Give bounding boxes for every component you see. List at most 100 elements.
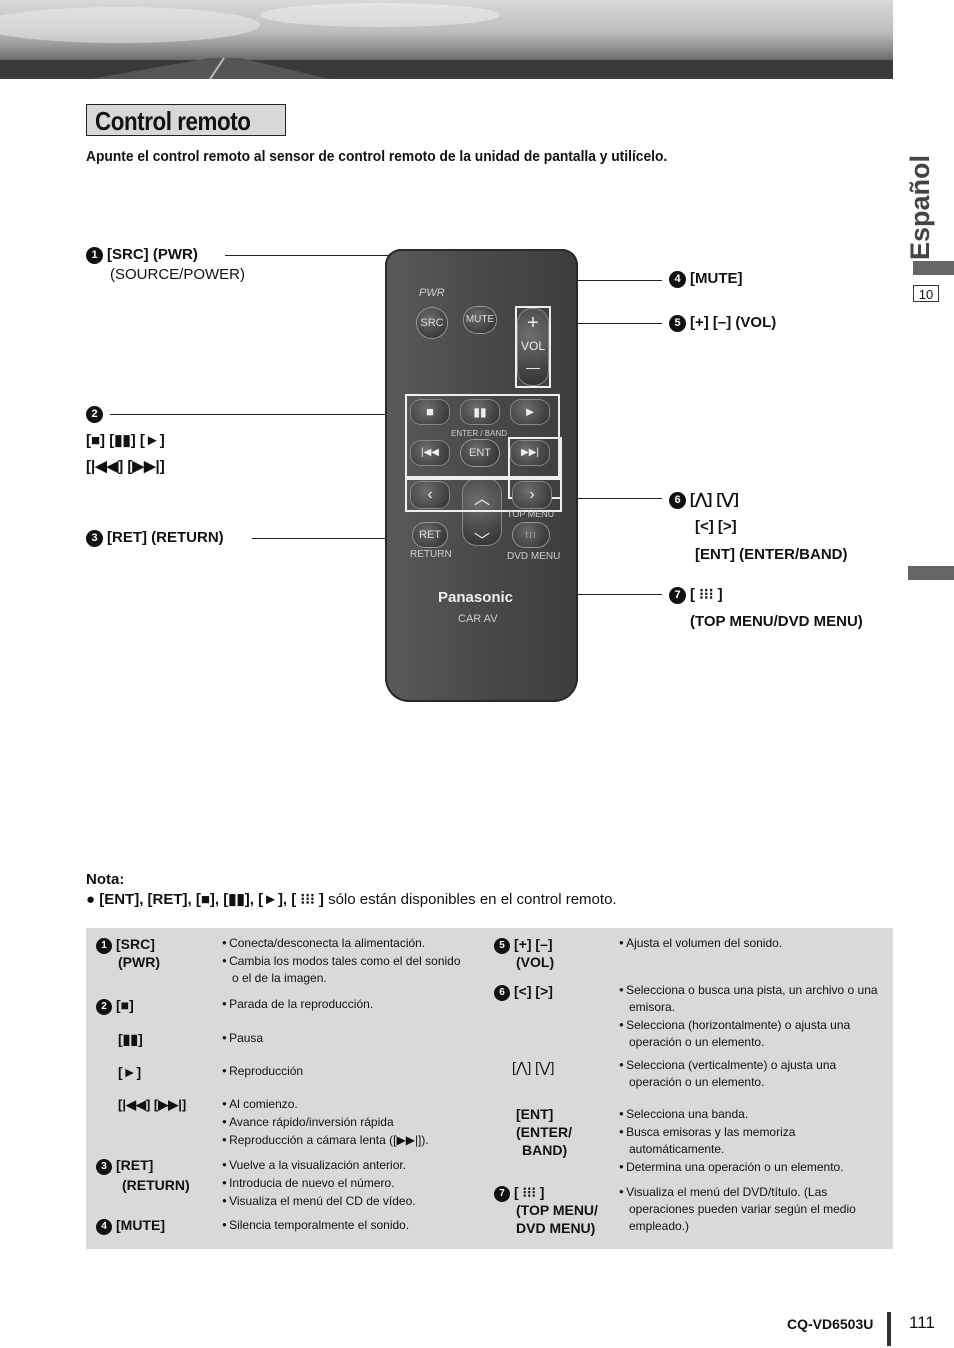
callout-number: 6 — [669, 492, 686, 509]
callout-2-line2: [|◀◀] [▶▶|] — [86, 458, 165, 475]
row-pause-desc: Pausa — [222, 1029, 462, 1047]
volume-rocker[interactable]: + VOL — — [518, 309, 548, 385]
note-title: Nota: — [86, 871, 125, 888]
row-stop-key: 2[■] — [96, 996, 134, 1015]
desc-item: Selecciona una banda. — [619, 1105, 881, 1123]
row-menu-key3: DVD MENU) — [516, 1220, 596, 1236]
pause-button[interactable]: ▮▮ — [461, 400, 499, 424]
intro-text: Apunte el control remoto al sensor de co… — [86, 148, 668, 165]
skip-forward-icon: ▶▶| — [521, 447, 539, 458]
note-keys: ● [ENT], [RET], [■], [▮▮], [►], [ ⁝⁝⁝ ] — [86, 891, 324, 908]
desc-item: Conecta/desconecta la alimentación. — [222, 934, 462, 952]
desc-item: Reproducción a cámara lenta ([▶▶|]). — [222, 1131, 467, 1149]
skip-back-button[interactable]: |◀◀ — [411, 441, 449, 465]
vol-highlight — [515, 306, 551, 388]
row-number: 2 — [96, 999, 112, 1015]
src-button[interactable]: SRC — [417, 308, 447, 338]
row-menu-key2: (TOP MENU/ — [516, 1202, 598, 1218]
note-line: ● [ENT], [RET], [■], [▮▮], [►], [ ⁝⁝⁝ ] … — [86, 890, 617, 908]
desc-item: Al comienzo. — [222, 1095, 467, 1113]
callout-2-line1: [■] [▮▮] [►] — [86, 432, 165, 449]
callout-label: [+] [–] (VOL) — [690, 314, 777, 331]
playback-highlight — [405, 394, 560, 478]
play-button[interactable]: ► — [511, 400, 549, 424]
row-src-desc: Conecta/desconecta la alimentación. Camb… — [222, 934, 462, 987]
row-play-desc: Reproducción — [222, 1062, 462, 1080]
chevron-down-icon: ﹀ — [473, 533, 490, 550]
row-menu-key: 7[ ⁝⁝⁝ ] — [494, 1183, 544, 1202]
row-number: 3 — [96, 1159, 112, 1175]
row-ent-key: [ENT] — [516, 1106, 554, 1122]
desc-item: Reproducción — [222, 1062, 462, 1080]
car-av-label: CAR AV — [458, 613, 498, 625]
row-ret-key: 3[RET] — [96, 1156, 153, 1175]
ret-button-label: RET — [419, 529, 441, 541]
desc-item: Determina una operación o un elemento. — [619, 1158, 881, 1176]
leader-line-2 — [110, 414, 406, 415]
ent-button-label: ENT — [469, 447, 491, 459]
ret-button[interactable]: RET — [413, 523, 447, 547]
callout-6-line2: [<] [>] — [695, 518, 737, 535]
callout-4: 4[MUTE] — [669, 270, 743, 288]
menu-button[interactable]: ⁝⁝⁝ — [513, 523, 549, 547]
ent-button[interactable]: ENT — [461, 440, 499, 466]
up-down-rocker[interactable]: ︿ ﹀ — [463, 479, 501, 550]
row-ent-key2: (ENTER/ — [516, 1124, 572, 1140]
desc-item: Visualiza el menú del DVD/título. (Las o… — [619, 1183, 881, 1235]
volume-down-icon: — — [526, 359, 540, 375]
callout-label: [⋀] [⋁] — [690, 491, 739, 508]
mute-button[interactable]: MUTE — [464, 307, 496, 333]
leader-line-3 — [252, 538, 414, 539]
callout-2: 2 — [86, 405, 107, 423]
stop-button[interactable]: ■ — [411, 400, 449, 424]
row-stop-desc: Parada de la reproducción. — [222, 995, 462, 1013]
desc-item: Parada de la reproducción. — [222, 995, 462, 1013]
row-vol-key2: (VOL) — [516, 954, 555, 970]
row-number: 4 — [96, 1219, 112, 1235]
row-key: [MUTE] — [116, 1217, 165, 1233]
row-number: 1 — [96, 938, 112, 954]
menu-dots-icon: ⁝⁝⁝ — [525, 530, 537, 540]
volume-label: VOL — [520, 339, 545, 353]
row-skip-key: [|◀◀] [▶▶|] — [118, 1097, 187, 1112]
volume-up-icon: + — [527, 312, 539, 334]
callout-7-line2: (TOP MENU/DVD MENU) — [690, 613, 863, 630]
callout-label: [RET] (RETURN) — [107, 529, 224, 546]
footer-divider — [887, 1312, 891, 1346]
callout-1: 1[SRC] (PWR) — [86, 246, 198, 264]
right-button[interactable]: › — [513, 482, 551, 508]
desc-item: Selecciona (horizontalmente) o ajusta un… — [619, 1016, 881, 1051]
stop-icon: ■ — [426, 404, 434, 419]
callout-5: 5[+] [–] (VOL) — [669, 314, 776, 332]
callout-3: 3[RET] (RETURN) — [86, 529, 224, 547]
callout-label: [SRC] (PWR) — [107, 246, 198, 263]
row-number: 5 — [494, 938, 510, 954]
row-pause-key: [▮▮] — [118, 1031, 143, 1047]
desc-item: Avance rápido/inversión rápida — [222, 1113, 467, 1131]
function-table: 1[SRC] (PWR) Conecta/desconecta la alime… — [86, 928, 893, 1249]
callout-7: 7[ ⁝⁝⁝ ] — [669, 585, 723, 604]
row-menu-desc: Visualiza el menú del DVD/título. (Las o… — [619, 1183, 881, 1235]
row-ent-key3: BAND) — [522, 1142, 568, 1158]
callout-number: 4 — [669, 271, 686, 288]
row-ret-desc: Vuelve a la visualización anterior. Intr… — [222, 1156, 467, 1210]
leader-line-1 — [225, 255, 432, 256]
desc-item: Selecciona o busca una pista, un archivo… — [619, 981, 881, 1016]
row-src-key: 1[SRC] — [96, 935, 155, 954]
desc-item: Ajusta el volumen del sonido. — [619, 934, 881, 952]
model-number: CQ-VD6503U — [787, 1316, 874, 1332]
callout-number: 1 — [86, 247, 103, 264]
remote-control-illustration: PWR SRC MUTE + VOL — ■ ▮▮ ► ENTER / BAND… — [385, 249, 578, 702]
pause-icon: ▮▮ — [473, 405, 487, 419]
leader-line-5 — [552, 323, 662, 324]
mute-button-label: MUTE — [465, 314, 495, 325]
row-mute-key: 4[MUTE] — [96, 1216, 165, 1235]
row-key: [ ⁝⁝⁝ ] — [514, 1184, 545, 1200]
left-button[interactable]: ‹ — [411, 482, 449, 508]
language-label: Español — [905, 154, 935, 260]
side-marker-bar-lower — [908, 566, 954, 580]
row-skip-desc: Al comienzo. Avance rápido/inversión ráp… — [222, 1095, 467, 1149]
section-title-box: Control remoto — [86, 104, 286, 136]
skip-forward-button[interactable]: ▶▶| — [511, 441, 549, 465]
page-number: 111 — [909, 1313, 935, 1332]
